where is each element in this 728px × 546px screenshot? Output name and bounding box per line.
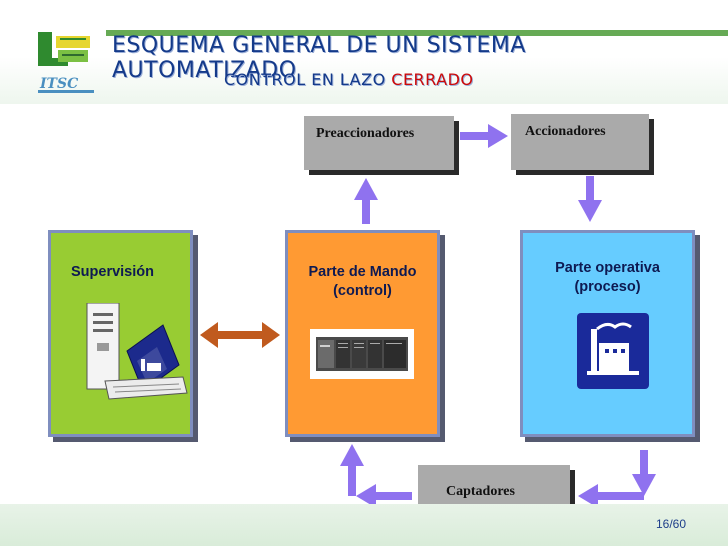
svg-text:ITSC: ITSC xyxy=(39,76,78,92)
subtitle-accent: CERRADO xyxy=(391,70,474,89)
arrow-into-captadores xyxy=(578,484,644,508)
page-title: ESQUEMA GENERAL DE UN SISTEMA AUTOMATIZA… xyxy=(112,33,526,83)
institute-logo-icon: ITSC xyxy=(38,32,94,93)
preaccionadores-label: Preaccionadores xyxy=(316,126,415,141)
parte-operativa-title-line1: Parte operativa xyxy=(555,260,660,276)
accionadores-label: Accionadores xyxy=(525,124,606,139)
parte-operativa-title: Parte operativa (proceso) xyxy=(523,259,692,297)
parte-mando-panel: Parte de Mando (control) xyxy=(285,230,440,437)
plc-image-frame xyxy=(310,329,414,379)
parte-mando-title-line2: (control) xyxy=(333,283,392,299)
parte-operativa-title-line2: (proceso) xyxy=(574,279,641,295)
parte-operativa-panel: Parte operativa (proceso) xyxy=(520,230,695,437)
supervision-panel: Supervisión xyxy=(48,230,193,437)
header-accent-line xyxy=(106,30,728,36)
accionadores-box: Accionadores xyxy=(511,114,649,170)
arrow-mando-up xyxy=(354,178,378,224)
computer-workstation-icon xyxy=(86,303,188,400)
page-number: 16/60 xyxy=(656,517,687,531)
supervision-title: Supervisión xyxy=(71,264,154,280)
preaccionadores-box: Preaccionadores xyxy=(304,116,454,170)
header-band xyxy=(0,0,728,104)
footer-band xyxy=(0,504,728,546)
arrow-acc-down xyxy=(578,176,602,222)
arrow-supervision-mando xyxy=(200,322,280,348)
page-subtitle: CONTROL EN LAZO CERRADO xyxy=(224,70,474,89)
arrow-operativa-down xyxy=(632,450,656,496)
parte-mando-title-line1: Parte de Mando xyxy=(308,264,417,280)
arrow-from-captadores xyxy=(356,484,412,508)
factory-process-icon xyxy=(577,313,649,389)
parte-mando-title: Parte de Mando (control) xyxy=(288,263,437,301)
arrow-captadores-up xyxy=(340,444,364,496)
subtitle-main: CONTROL EN LAZO xyxy=(224,70,386,89)
arrow-pre-to-acc xyxy=(460,124,508,148)
plc-controller-icon xyxy=(316,337,408,371)
captadores-label: Captadores xyxy=(446,484,515,499)
